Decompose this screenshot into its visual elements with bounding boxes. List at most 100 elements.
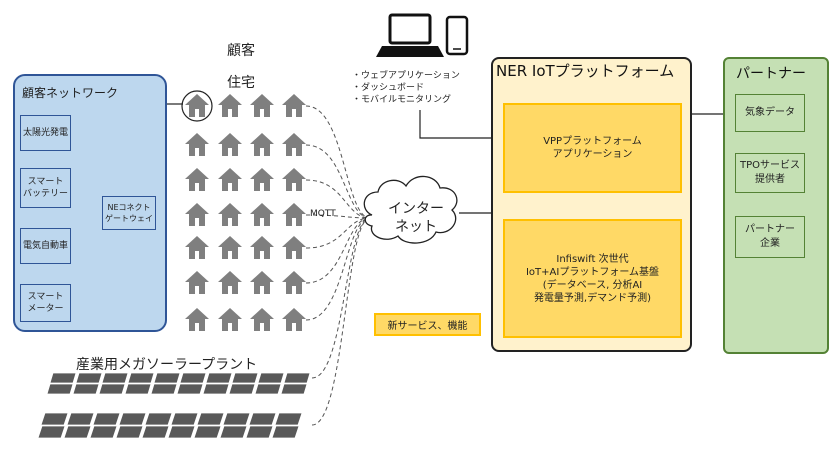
solar-panel-icon — [245, 425, 274, 439]
partner-tpo: TPOサービス 提供者 — [735, 153, 805, 193]
mqtt-dashed-line — [311, 217, 371, 379]
mqtt-dashed-line — [305, 217, 371, 284]
device-ev: 電気自動車 — [20, 228, 71, 264]
solar-panel-icon — [46, 383, 74, 395]
mqtt-dashed-line — [305, 105, 371, 219]
solar-panel-icon — [193, 425, 222, 439]
solar-panel-icon — [280, 383, 308, 395]
partner-title: パートナー — [736, 66, 806, 82]
house-icon — [282, 94, 306, 117]
solar-panel-icon — [231, 372, 259, 384]
solar-panel-icon — [66, 412, 95, 426]
solar-panel-icon — [219, 425, 248, 439]
house-icon — [282, 133, 306, 156]
solar-panel-icon — [167, 425, 196, 439]
device-smart-meter: スマート メーター — [20, 284, 71, 322]
app-bullet-web: ・ウェブアプリケーション — [352, 71, 460, 81]
house-icon — [185, 308, 209, 331]
mqtt-dashed-line — [305, 217, 371, 249]
laptop-icon — [376, 13, 444, 57]
customer-heading: 顧客 — [227, 43, 255, 59]
house-icon — [218, 203, 242, 226]
house-icon — [218, 271, 242, 294]
solar-panel-icon — [72, 383, 100, 395]
solar-panel-icon — [176, 383, 204, 395]
solar-panel-icon — [179, 372, 207, 384]
house-icon — [282, 236, 306, 259]
house-icon — [250, 271, 274, 294]
house-icon — [185, 236, 209, 259]
house-icon — [218, 133, 242, 156]
solar-panel-icon — [153, 372, 181, 384]
solar-panel-icon — [98, 383, 126, 395]
house-icon — [282, 308, 306, 331]
solar-panel-icon — [49, 372, 77, 384]
solar-panel-icon — [141, 425, 170, 439]
house-icon — [282, 168, 306, 191]
solar-panel-icon — [150, 383, 178, 395]
house-icon — [185, 203, 209, 226]
solar-panel-icon — [115, 425, 144, 439]
ner-platform-title: NER IoTプラットフォーム — [496, 62, 675, 80]
mqtt-label: MQTT — [310, 209, 336, 219]
solar-panel-icon — [63, 425, 92, 439]
house-icon — [218, 94, 242, 117]
mqtt-dashed-line — [305, 214, 371, 219]
solar-panel-icon — [127, 372, 155, 384]
infiswift-box: Infiswift 次世代 IoT+AIプラットフォーム基盤 (データベース, … — [503, 219, 682, 338]
house-icon — [250, 308, 274, 331]
apps-platform-line — [419, 110, 491, 139]
solar-panel-icon — [92, 412, 121, 426]
solar-panel-icon — [228, 383, 256, 395]
house-icon — [185, 271, 209, 294]
house-grid — [185, 94, 306, 331]
solar-panel-icon — [37, 425, 66, 439]
solar-panel-icon — [101, 372, 129, 384]
solar-panel-arrays — [37, 372, 311, 439]
solar-panel-icon — [75, 372, 103, 384]
solar-panel-icon — [274, 412, 303, 426]
internet-label: インター ネット — [388, 201, 444, 235]
device-solar: 太陽光発電 — [20, 115, 71, 151]
solar-panel-icon — [248, 412, 277, 426]
solar-panel-icon — [89, 425, 118, 439]
house-icon — [185, 94, 209, 117]
solar-panel-icon — [254, 383, 282, 395]
partner-weather: 気象データ — [735, 94, 805, 132]
highlight-circle — [181, 90, 213, 122]
solar-panel-icon — [271, 425, 300, 439]
solar-panel-icon — [40, 412, 69, 426]
mqtt-dashed-line — [305, 144, 371, 219]
solar-panel-icon — [118, 412, 147, 426]
house-icon — [250, 94, 274, 117]
mqtt-dashed-line — [305, 179, 371, 219]
industrial-heading: 産業用メガソーラープラント — [76, 357, 258, 373]
house-heading: 住宅 — [227, 75, 255, 91]
gateway-box: NEコネクト ゲートウェイ — [102, 196, 156, 230]
house-icon — [218, 236, 242, 259]
new-services-box: 新サービス、機能 — [374, 313, 481, 336]
house-icon — [218, 168, 242, 191]
solar-panel-icon — [170, 412, 199, 426]
house-icon — [250, 203, 274, 226]
house-icon — [282, 271, 306, 294]
house-icon — [282, 203, 306, 226]
smartphone-icon — [445, 15, 469, 56]
app-bullet-dashboard: ・ダッシュボード — [352, 83, 425, 93]
cloud-icon — [363, 175, 458, 244]
house-icon — [250, 133, 274, 156]
solar-panel-icon — [196, 412, 225, 426]
solar-panel-icon — [144, 412, 173, 426]
customer-network-title: 顧客ネットワーク — [22, 86, 119, 100]
solar-panel-icon — [257, 372, 285, 384]
partner-company: パートナー 企業 — [735, 216, 805, 258]
vpp-box: VPPプラットフォーム アプリケーション — [503, 103, 682, 193]
app-bullet-mobile: ・モバイルモニタリング — [352, 95, 452, 105]
solar-panel-icon — [222, 412, 251, 426]
solar-panel-icon — [202, 383, 230, 395]
house-icon — [185, 133, 209, 156]
house-icon — [218, 308, 242, 331]
house-icon — [250, 168, 274, 191]
solar-panel-icon — [283, 372, 311, 384]
